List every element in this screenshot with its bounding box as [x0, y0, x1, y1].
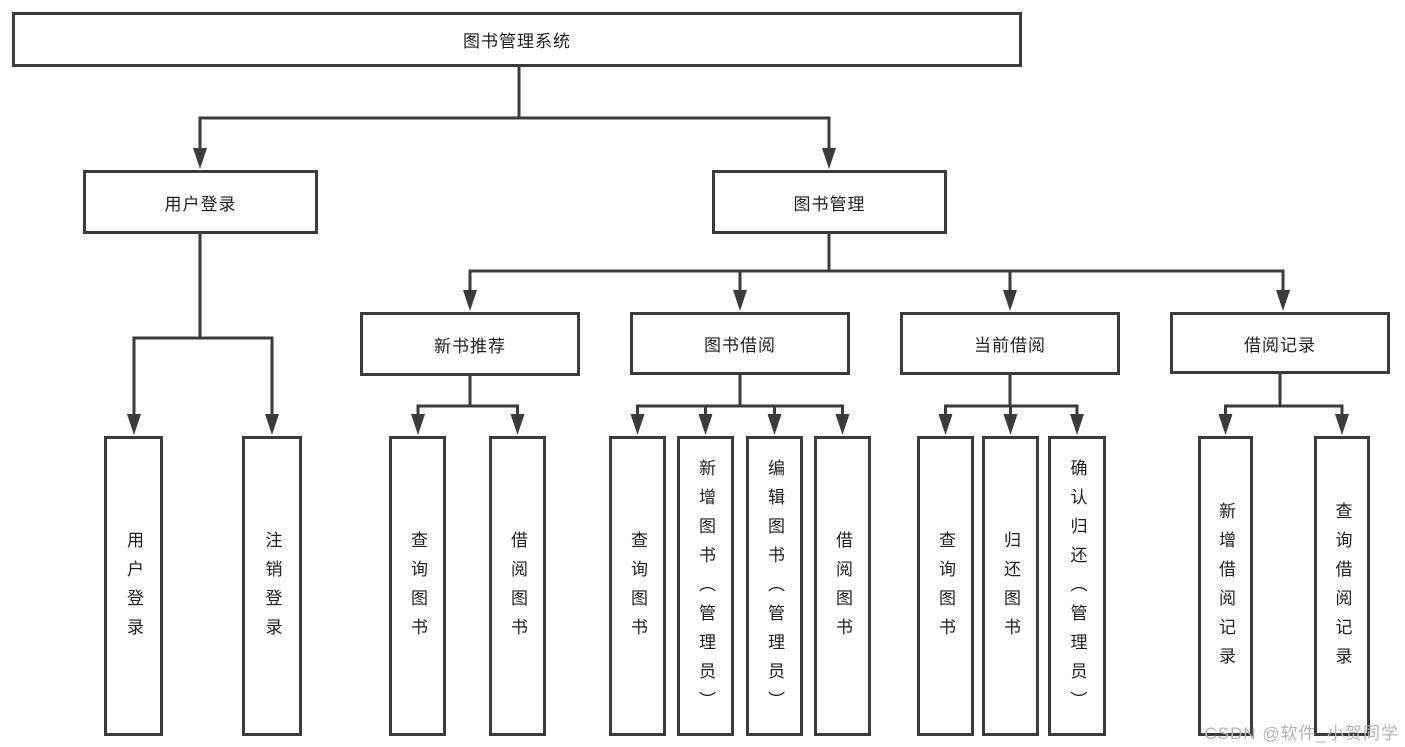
node-current-borrowing: 当前借阅 — [900, 312, 1120, 375]
node-borrowing-records: 借阅记录 — [1170, 312, 1390, 374]
leaf-confirm-return-admin: 确认归还（管理员） — [1048, 436, 1106, 736]
leaf-query-books-borrowing: 查询图书 — [609, 436, 666, 736]
node-book-management: 图书管理 — [712, 170, 947, 234]
leaf-borrow-books-borrowing: 借阅图书 — [814, 436, 871, 736]
leaf-borrow-books-recommend: 借阅图书 — [489, 436, 546, 736]
leaf-query-books-current: 查询图书 — [917, 436, 974, 736]
arrowheads — [127, 148, 1349, 435]
leaf-query-borrow-record: 查询借阅记录 — [1314, 436, 1370, 736]
leaf-query-books-recommend: 查询图书 — [389, 436, 446, 736]
node-new-book-recommendation: 新书推荐 — [360, 312, 580, 376]
leaf-add-books-admin: 新增图书（管理员） — [677, 436, 734, 736]
leaf-logout: 注销登录 — [242, 436, 302, 736]
leaf-user-login: 用户登录 — [104, 436, 163, 736]
node-user-login: 用户登录 — [83, 170, 318, 234]
leaf-add-borrow-record: 新增借阅记录 — [1198, 436, 1253, 736]
leaf-return-books: 归还图书 — [982, 436, 1039, 736]
csdn-watermark: CSDN @软件_小贺同学 — [1204, 724, 1399, 743]
node-book-borrowing: 图书借阅 — [630, 312, 850, 375]
node-library-management-system: 图书管理系统 — [12, 12, 1022, 67]
leaf-edit-books-admin: 编辑图书（管理员） — [746, 436, 803, 736]
